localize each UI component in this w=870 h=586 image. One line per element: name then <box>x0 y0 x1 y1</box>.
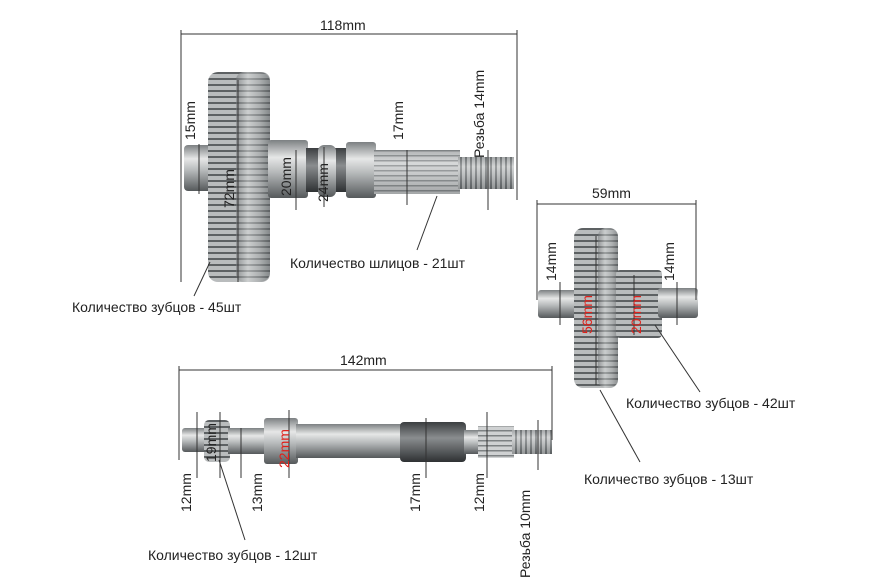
bottom-13mm-label: 13mm <box>249 473 265 512</box>
right-dimension-lines <box>536 200 701 463</box>
right-20mm-label: 20mm <box>628 295 644 334</box>
right-right-14mm-label: 14mm <box>661 242 677 281</box>
top-thread-label: Резьба 14mm <box>471 69 487 158</box>
right-teeth-42-label: Количество зубцов - 42шт <box>626 395 796 411</box>
top-splines-label: Количество шлицов - 21шт <box>290 255 466 271</box>
bottom-22mm-label: 22mm <box>276 429 292 468</box>
top-20mm-label: 20mm <box>278 157 294 196</box>
bottom-dimension-lines <box>178 366 553 541</box>
top-teeth-label: Количество зубцов - 45шт <box>72 299 242 315</box>
right-left-14mm-label: 14mm <box>543 242 559 281</box>
right-56mm-label: 56mm <box>579 295 595 334</box>
bottom-teeth-12-label: Количество зубцов - 12шт <box>148 547 318 563</box>
bottom-19mm-label: 19mm <box>203 423 219 462</box>
top-24mm-label: 24mm <box>315 163 331 202</box>
bottom-thread-label: Резьба 10mm <box>517 489 533 578</box>
right-teeth-13-label: Количество зубцов - 13шт <box>584 471 754 487</box>
bottom-12mm-left-label: 12mm <box>178 473 194 512</box>
top-72mm-label: 72mm <box>221 169 237 208</box>
top-15mm-label: 15mm <box>182 101 198 140</box>
top-shaft-photo <box>184 72 514 282</box>
top-17mm-label: 17mm <box>390 101 406 140</box>
bottom-17mm-label: 17mm <box>407 473 423 512</box>
top-dimension-lines <box>180 30 518 297</box>
right-length-label: 59mm <box>592 185 631 201</box>
top-length-label: 118mm <box>320 17 366 33</box>
bottom-shaft-photo <box>182 418 552 464</box>
bottom-length-label: 142mm <box>340 352 387 368</box>
bottom-12mm-right-label: 12mm <box>471 473 487 512</box>
